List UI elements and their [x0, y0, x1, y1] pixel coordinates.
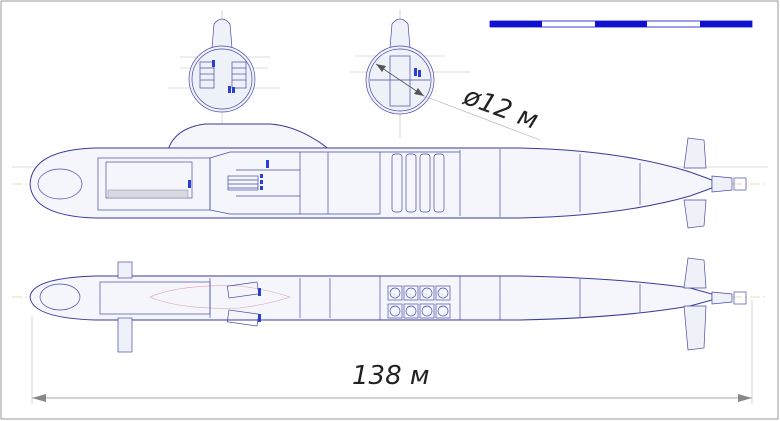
crew-figure [260, 186, 263, 190]
crew-figure [188, 180, 191, 188]
cross-section-left [168, 10, 280, 128]
top-view [12, 257, 768, 353]
length-label: 138 м [352, 361, 430, 391]
crew-figure [212, 60, 215, 67]
diameter-label: ø12 м [459, 81, 542, 136]
scale-bar [489, 20, 753, 28]
sail [167, 123, 332, 151]
launch-tube-grid [387, 285, 451, 319]
crew-figure [260, 174, 263, 178]
top-hull [29, 275, 713, 321]
side-hull [29, 147, 713, 219]
crew-figure [258, 288, 261, 296]
cross-section-right [350, 10, 541, 141]
crew-figure [232, 87, 235, 93]
crew-figure [228, 86, 231, 93]
crew-figure [266, 160, 269, 168]
crew-figure [260, 180, 263, 184]
crew-figure [258, 314, 261, 322]
crew-figure [414, 68, 417, 76]
crew-figure [418, 70, 421, 77]
length-dimension [31, 300, 753, 404]
side-view [12, 123, 768, 229]
